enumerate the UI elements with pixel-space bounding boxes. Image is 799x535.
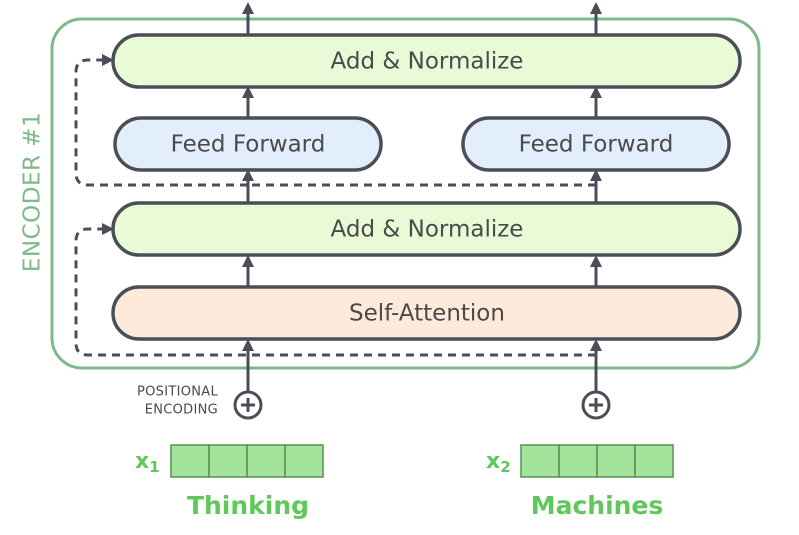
self-attention-block (111, 285, 742, 341)
input-x2-var: x (486, 449, 500, 474)
positional-add-left-icon (233, 390, 263, 420)
encoder-label: ENCODER #1 (20, 112, 46, 272)
feed-forward-right-block (461, 116, 731, 172)
input-x1-var: x (135, 449, 149, 474)
add-normalize-top-block (111, 33, 742, 89)
self-attention-label: Self-Attention (349, 301, 505, 327)
input-x1-sub: 1 (149, 458, 159, 476)
encoder-frame (50, 17, 761, 370)
add-normalize-bottom-block (111, 201, 742, 257)
input-word-thinking: Thinking (187, 491, 309, 520)
positional-add-right-icon (581, 390, 611, 420)
input-x2-label: x2 (486, 449, 511, 476)
input-vector-x1 (170, 444, 324, 478)
input-x1-label: x1 (135, 449, 160, 476)
positional-encoding-label-line2: ENCODING (145, 403, 218, 418)
residual-connection-bottom (74, 223, 596, 357)
feed-forward-left-label: Feed Forward (171, 132, 326, 158)
residual-connection-top (74, 54, 248, 187)
add-normalize-top-label: Add & Normalize (331, 49, 524, 75)
add-normalize-bottom-label: Add & Normalize (331, 217, 524, 243)
input-vector-x2 (520, 444, 674, 478)
feed-forward-right-label: Feed Forward (519, 132, 674, 158)
input-word-machines: Machines (531, 491, 664, 520)
input-x2-sub: 2 (500, 458, 510, 476)
feed-forward-left-block (113, 116, 383, 172)
positional-encoding-label-line1: POSITIONAL (137, 385, 218, 400)
